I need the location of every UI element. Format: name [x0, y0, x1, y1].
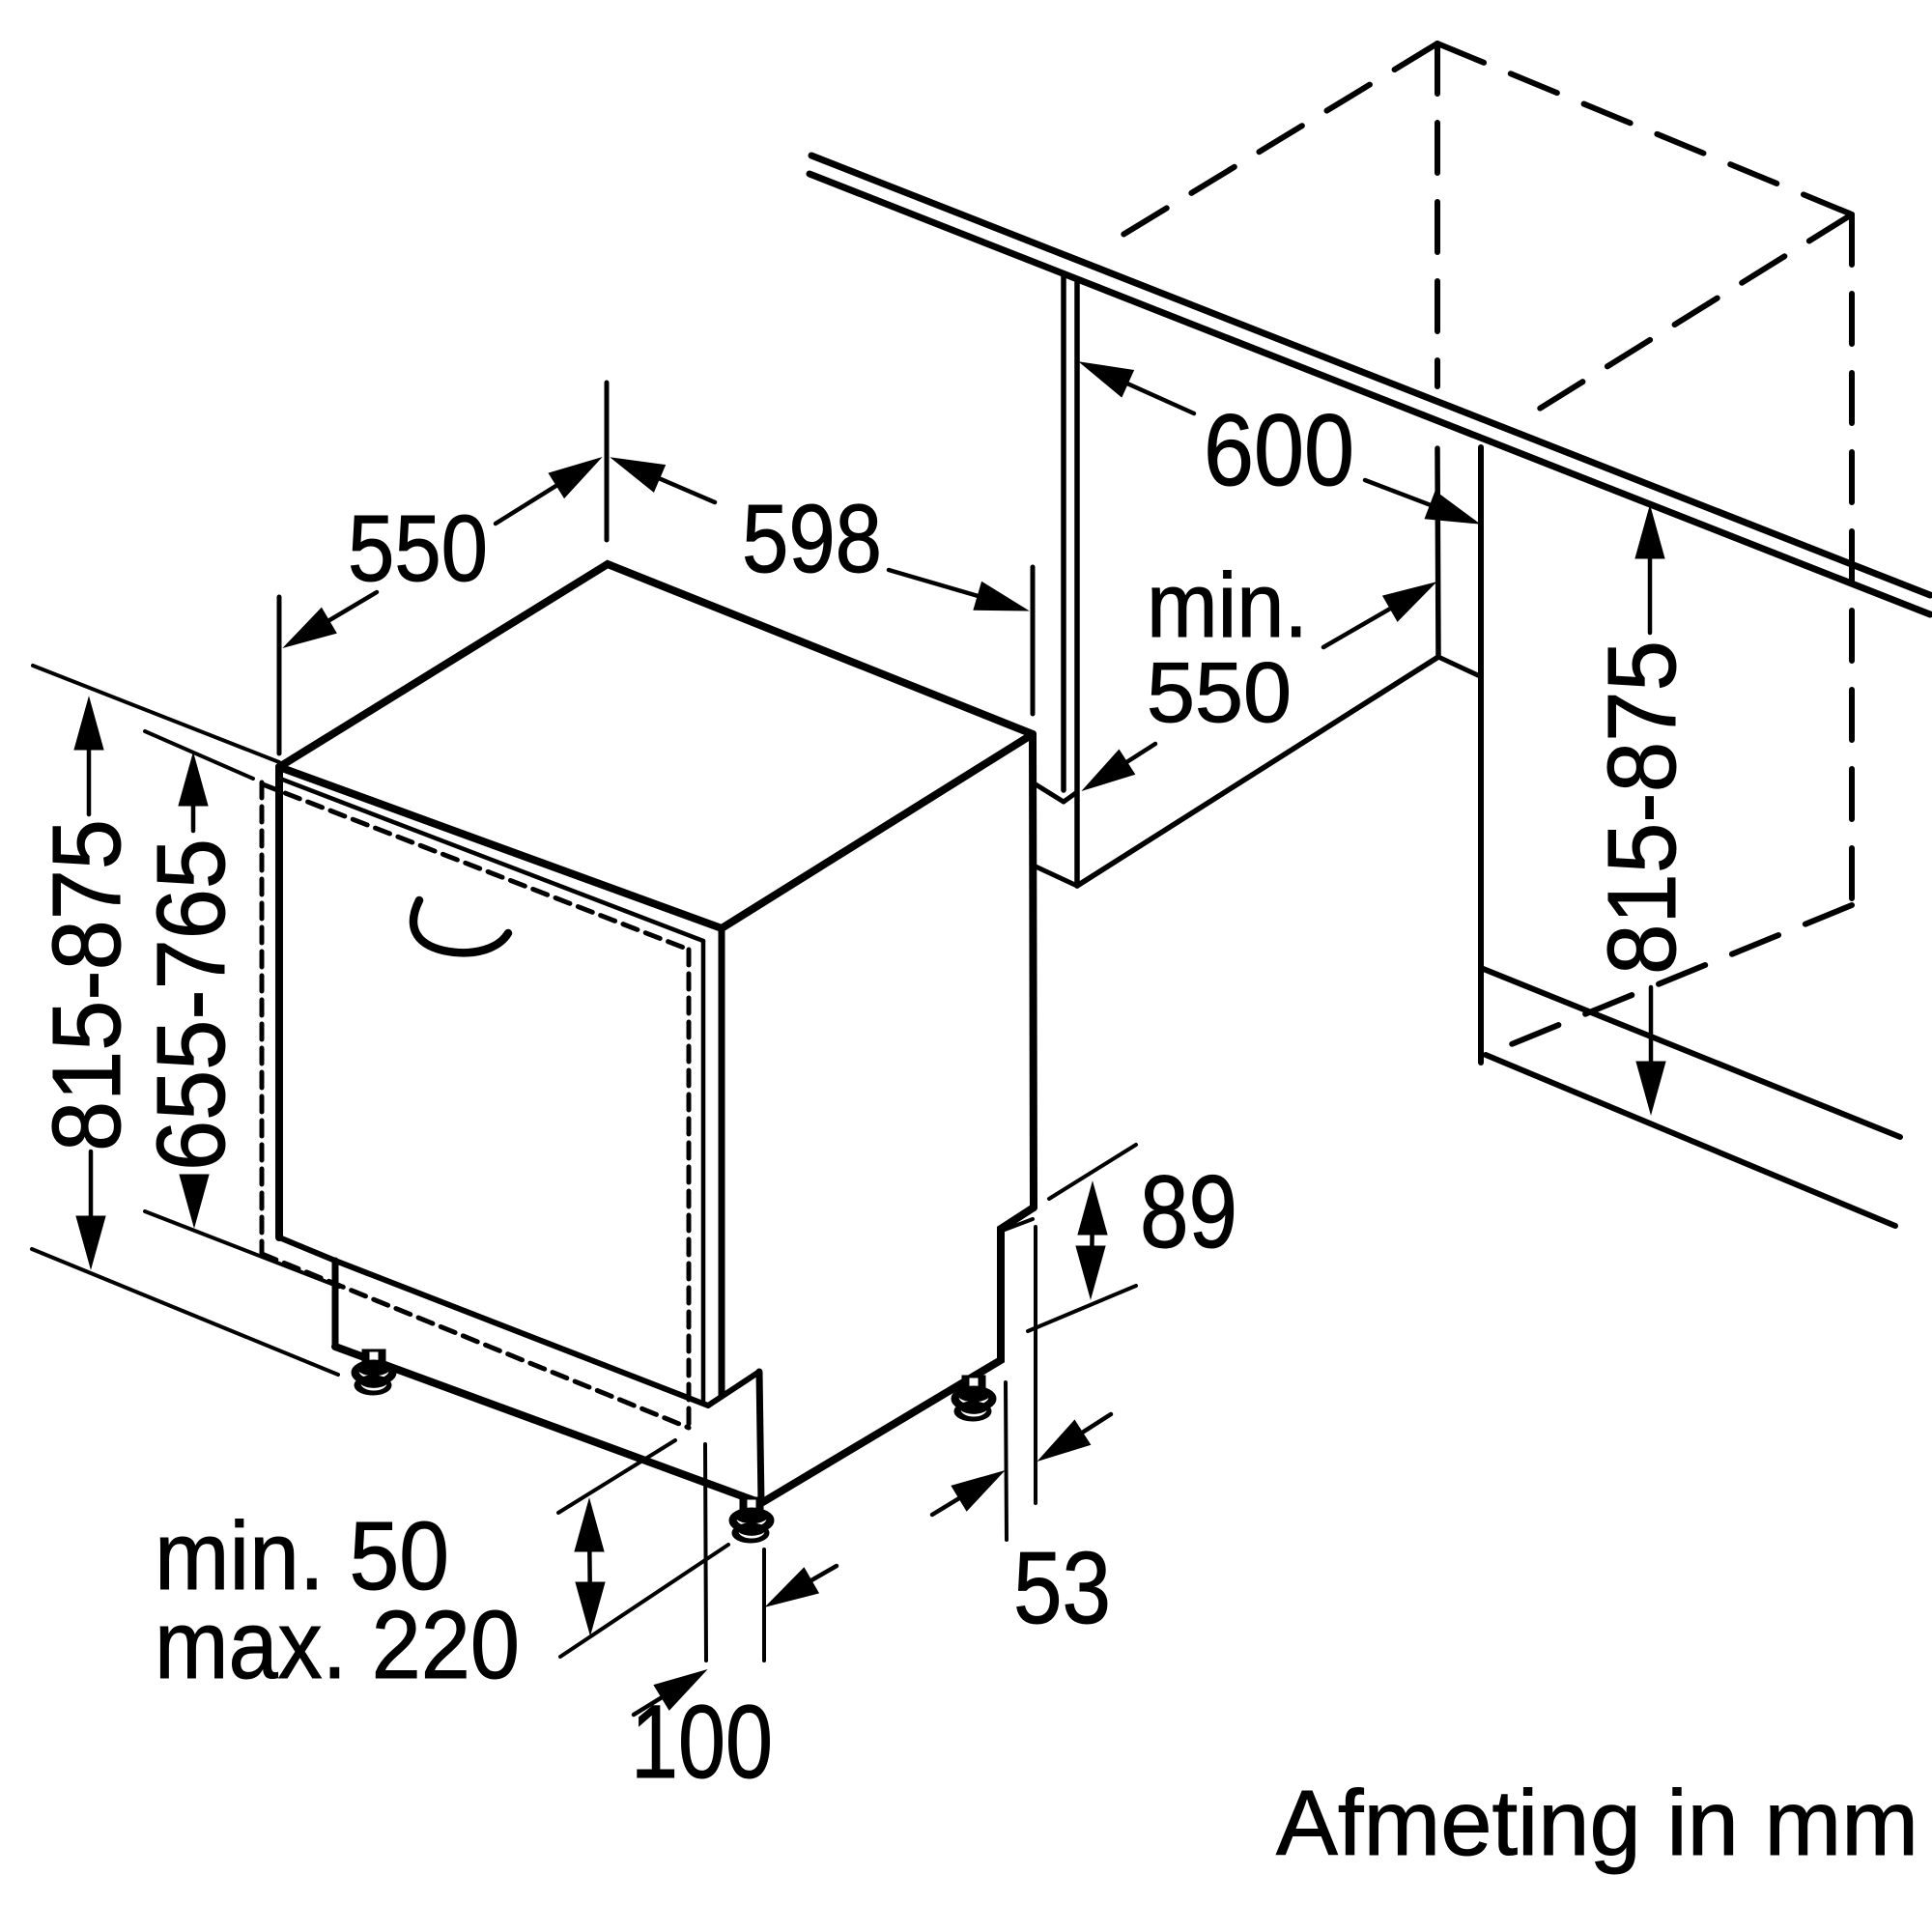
svg-text:600: 600	[1204, 394, 1354, 507]
svg-text:53: 53	[1013, 1531, 1111, 1645]
svg-text:550: 550	[1147, 644, 1292, 740]
svg-text:815-875: 815-875	[33, 819, 141, 1151]
svg-text:655-765: 655-765	[137, 838, 245, 1171]
svg-text:598: 598	[742, 485, 882, 593]
svg-text:max. 220: max. 220	[155, 1591, 520, 1699]
svg-text:min.: min.	[1147, 554, 1308, 657]
svg-text:Afmeting in mm: Afmeting in mm	[1276, 1772, 1918, 1875]
svg-text:100: 100	[631, 1683, 773, 1800]
svg-text:89: 89	[1140, 1153, 1237, 1269]
svg-text:min. 50: min. 50	[155, 1502, 449, 1610]
svg-text:550: 550	[348, 496, 488, 601]
svg-text:815-875: 815-875	[1588, 640, 1696, 975]
